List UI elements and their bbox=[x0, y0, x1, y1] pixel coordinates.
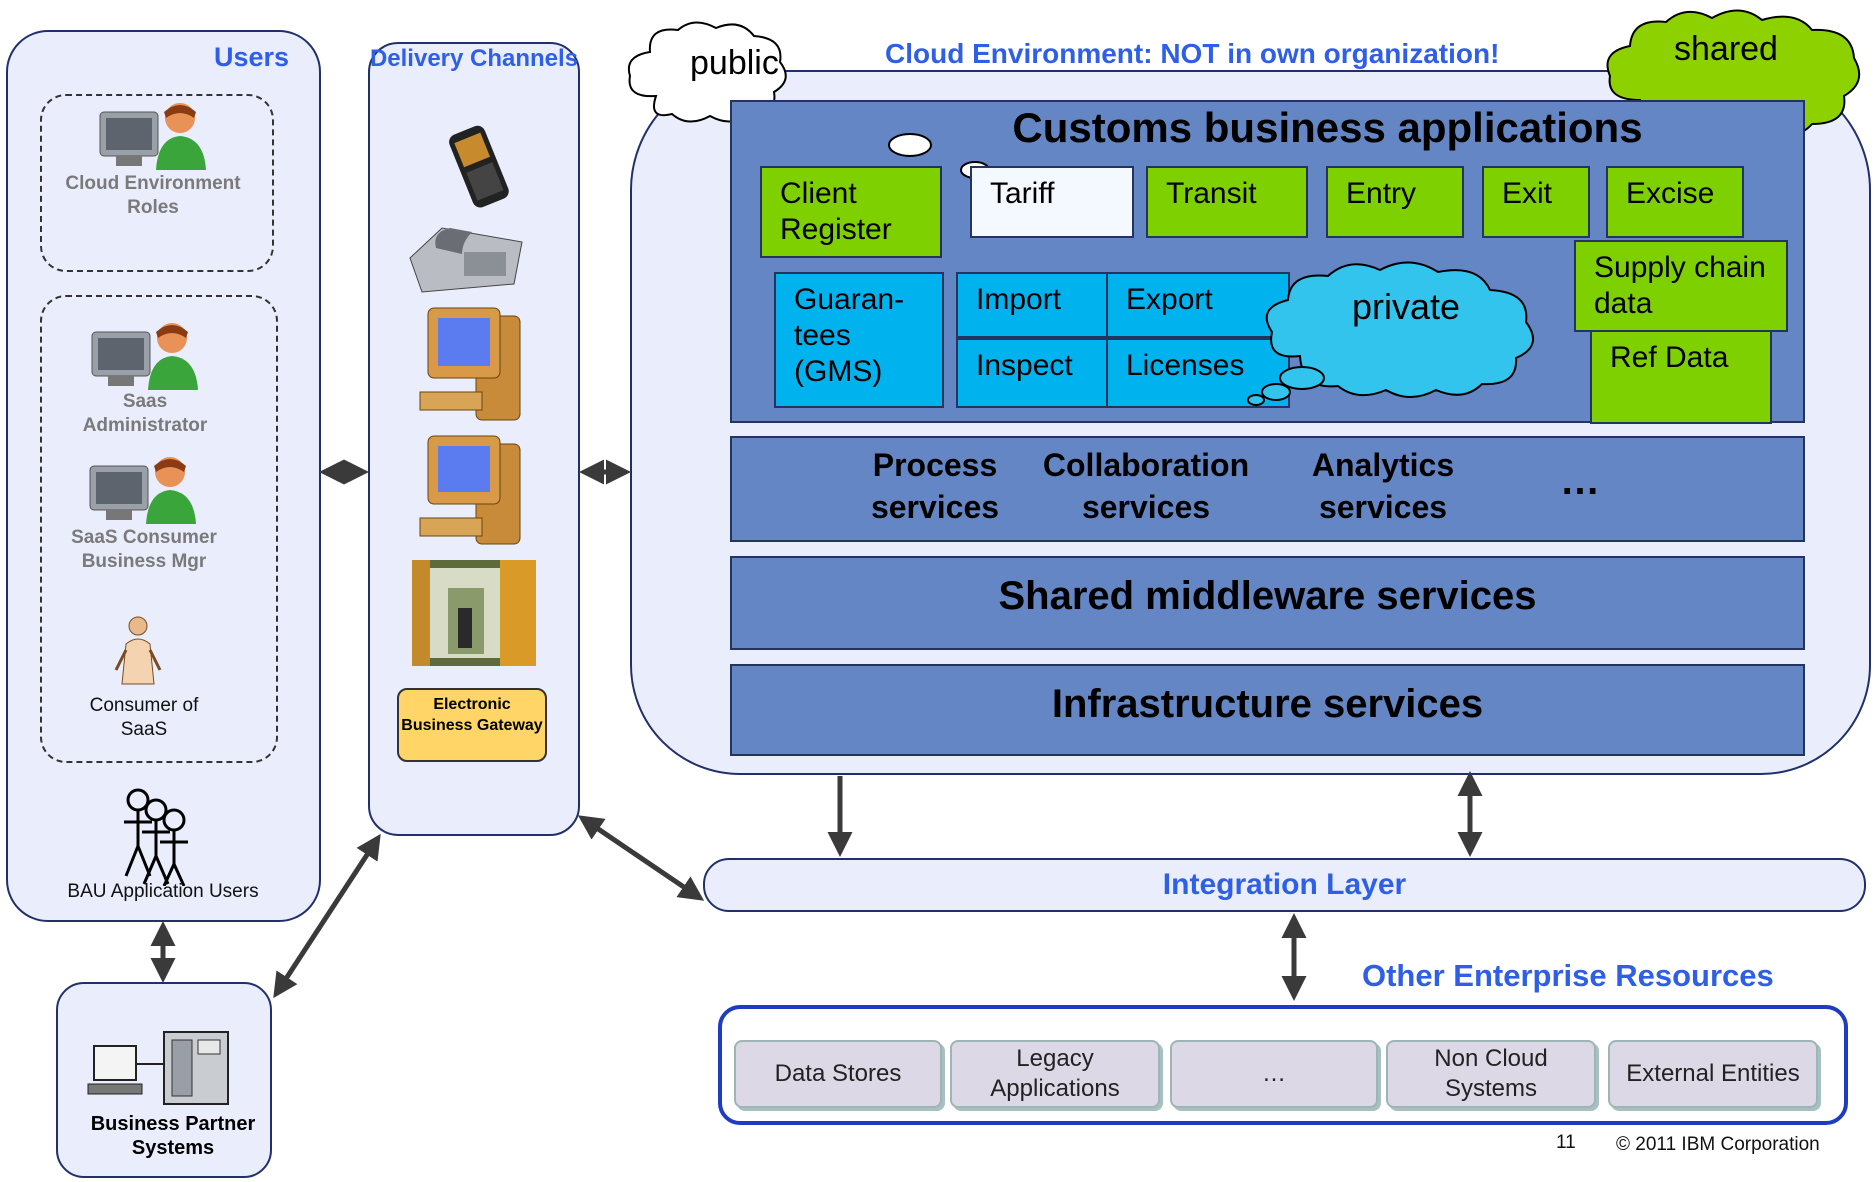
cloud-roles-group bbox=[40, 94, 274, 272]
integration-layer: Integration Layer bbox=[703, 858, 1866, 912]
app-inspect: Inspect bbox=[956, 338, 1108, 408]
infrastructure-band bbox=[730, 664, 1805, 756]
more-services: … bbox=[1560, 459, 1600, 503]
customs-apps-title: Customs business applications bbox=[1012, 104, 1643, 151]
saas-consumer-mgr-icon bbox=[89, 457, 196, 524]
saas-admin-label: Saas Administrator bbox=[82, 391, 208, 436]
app-tariff: Tariff bbox=[970, 166, 1134, 238]
app-guarantees: Guaran- tees (GMS) bbox=[774, 272, 944, 408]
private-cloud-bubble bbox=[1247, 261, 1535, 406]
app-ref-data: Ref Data bbox=[1590, 330, 1772, 424]
delivery-channels-title: Delivery Channels bbox=[369, 45, 579, 72]
enterprise-resources-box bbox=[718, 1005, 1848, 1125]
enterprise-item: … bbox=[1170, 1040, 1378, 1108]
collaboration-services: Collaboration services bbox=[1042, 447, 1250, 525]
enterprise-resources-title: Other Enterprise Resources bbox=[1362, 958, 1774, 993]
office-photo-icon bbox=[412, 560, 536, 666]
electronic-business-gateway: Electronic Business Gateway bbox=[397, 688, 547, 762]
middleware-band bbox=[730, 556, 1805, 650]
consumer-label: Consumer of SaaS bbox=[89, 695, 199, 740]
app-transit: Transit bbox=[1146, 166, 1308, 238]
saas-admin-icon bbox=[91, 323, 198, 390]
process-services: Process services bbox=[870, 447, 1000, 525]
enterprise-item: Data Stores bbox=[734, 1040, 942, 1108]
app-entry: Entry bbox=[1326, 166, 1464, 238]
fax-machine-icon bbox=[409, 227, 523, 293]
mobile-phone-icon bbox=[449, 125, 509, 208]
middleware-label: Shared middleware services bbox=[998, 574, 1537, 618]
users-title: Users bbox=[214, 42, 290, 72]
partner-systems-icon bbox=[87, 1031, 229, 1105]
desktop-computer-2-icon bbox=[419, 435, 521, 545]
desktop-computer-icon bbox=[419, 307, 521, 421]
copyright: © 2011 IBM Corporation bbox=[1616, 1134, 1820, 1155]
cloud-roles-label: Cloud Environment Roles bbox=[65, 173, 241, 218]
app-supply-chain: Supply chain data bbox=[1574, 240, 1788, 332]
user-computer-icon bbox=[99, 103, 206, 170]
saas-roles-group bbox=[40, 295, 278, 763]
business-partner-label: Business Partner Systems bbox=[90, 1113, 256, 1159]
enterprise-item: Legacy Applications bbox=[950, 1040, 1160, 1108]
app-exit: Exit bbox=[1482, 166, 1590, 238]
infrastructure-label: Infrastructure services bbox=[1051, 682, 1484, 726]
public-cloud-label: public bbox=[690, 44, 779, 82]
application-services-band bbox=[730, 436, 1805, 542]
app-client-register: Client Register bbox=[760, 166, 942, 258]
public-cloud-bubble bbox=[628, 21, 787, 123]
bau-users-label: BAU Application Users bbox=[67, 881, 259, 902]
private-cloud-label: private bbox=[1352, 286, 1461, 327]
app-excise: Excise bbox=[1606, 166, 1744, 238]
shared-cloud-label: shared bbox=[1674, 30, 1778, 68]
app-export: Export bbox=[1106, 272, 1290, 338]
cloud-environment-title: Cloud Environment: NOT in own organizati… bbox=[885, 38, 1500, 69]
saas-consumer-mgr-label: SaaS Consumer Business Mgr bbox=[71, 527, 217, 572]
analytics-services: Analytics services bbox=[1311, 447, 1455, 525]
page-number: 11 bbox=[1556, 1132, 1576, 1153]
consumer-icon bbox=[114, 616, 162, 685]
enterprise-item: Non Cloud Systems bbox=[1386, 1040, 1596, 1108]
enterprise-item: External Entities bbox=[1608, 1040, 1818, 1108]
people-icon bbox=[124, 788, 188, 886]
app-import: Import bbox=[956, 272, 1108, 338]
